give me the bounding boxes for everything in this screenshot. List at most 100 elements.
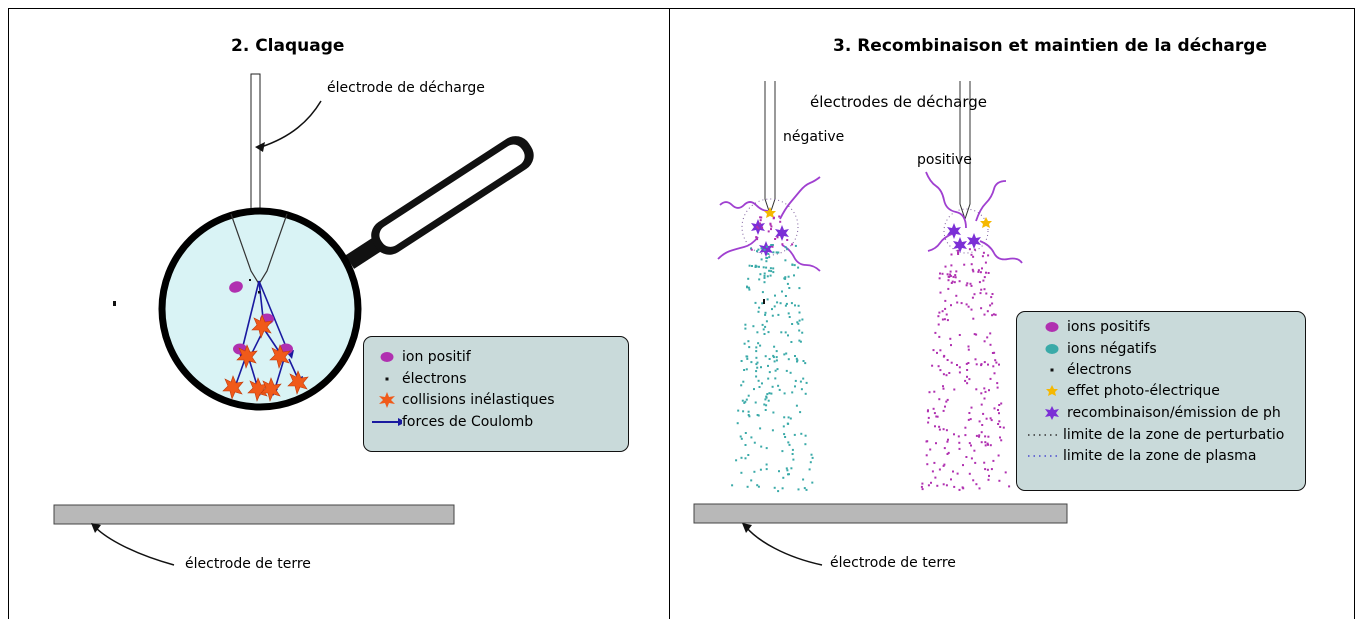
ion-dot bbox=[781, 243, 784, 246]
ion-dot bbox=[771, 385, 774, 388]
ion-dot bbox=[759, 219, 762, 222]
ion-dot bbox=[983, 276, 986, 279]
ion-dot bbox=[739, 435, 742, 438]
ion-dot bbox=[984, 468, 987, 471]
ion-dot bbox=[781, 290, 783, 293]
ion-dot bbox=[796, 360, 798, 363]
ion-dot bbox=[928, 391, 931, 394]
ion-dot bbox=[753, 470, 756, 473]
ion-dot bbox=[998, 420, 1001, 423]
ion-dot bbox=[798, 311, 801, 314]
ion-dot bbox=[938, 398, 941, 401]
ion-dot bbox=[787, 334, 789, 337]
ion-dot bbox=[769, 274, 772, 277]
ion-dot bbox=[946, 359, 949, 361]
ion-dot bbox=[990, 468, 993, 471]
ion-dot bbox=[958, 488, 961, 491]
ion-dot bbox=[761, 323, 764, 326]
ion-dot bbox=[987, 443, 989, 446]
ion-dot bbox=[786, 239, 789, 241]
ion-dot bbox=[763, 281, 766, 284]
arrow-icon bbox=[372, 418, 402, 426]
electron-icon bbox=[385, 377, 389, 381]
ion-dot bbox=[958, 441, 961, 444]
ion-dot bbox=[750, 436, 753, 439]
ion-dot bbox=[774, 238, 777, 240]
ion-dot bbox=[754, 264, 757, 267]
ion-dot bbox=[784, 331, 787, 334]
ion-dot bbox=[921, 488, 924, 491]
ion-dot bbox=[788, 443, 791, 446]
ion-dot bbox=[937, 315, 940, 318]
ion-dot bbox=[942, 483, 945, 486]
ion-dot bbox=[763, 276, 766, 279]
ion-dot bbox=[761, 291, 764, 294]
ion-dot bbox=[760, 247, 763, 250]
ion-dot bbox=[997, 423, 1000, 425]
perturbation-zone-negative bbox=[741, 198, 799, 256]
ion-dot bbox=[984, 441, 987, 444]
ion-dot bbox=[760, 366, 762, 369]
ion-dot bbox=[747, 394, 750, 397]
ion-dot bbox=[775, 356, 778, 359]
ion-dot bbox=[957, 249, 959, 252]
ion-dot bbox=[767, 377, 770, 380]
ion-dot bbox=[946, 453, 949, 455]
ion-dot bbox=[772, 356, 775, 359]
ion-dot bbox=[931, 364, 934, 367]
ion-dot bbox=[791, 263, 794, 266]
ion-dot bbox=[1000, 402, 1003, 405]
ion-dot bbox=[777, 490, 780, 493]
ion-dot bbox=[944, 307, 947, 310]
ion-dot bbox=[975, 333, 978, 336]
ion-dot bbox=[752, 325, 755, 328]
ion-dot bbox=[970, 253, 973, 256]
ion-dot bbox=[796, 359, 799, 362]
ion-dot bbox=[970, 444, 972, 447]
ion-dot bbox=[975, 363, 978, 366]
ion-dot bbox=[967, 345, 970, 348]
ion-dot bbox=[980, 288, 983, 291]
left-diagram bbox=[53, 73, 534, 566]
ion-dot bbox=[766, 275, 769, 278]
ion-dot bbox=[974, 461, 977, 464]
ion-dot bbox=[939, 369, 942, 372]
ion-dot bbox=[742, 380, 745, 383]
ion-dot bbox=[737, 409, 740, 412]
recombination-stars bbox=[751, 219, 981, 257]
ion-dot bbox=[951, 280, 954, 283]
ion-dot bbox=[771, 244, 774, 246]
ion-dot bbox=[968, 472, 971, 475]
ion-dot bbox=[765, 447, 768, 450]
ion-dot bbox=[773, 360, 776, 363]
legend-label: forces de Coulomb bbox=[402, 414, 534, 430]
ion-dot bbox=[761, 382, 763, 385]
ion-dot bbox=[771, 245, 774, 248]
ion-dot bbox=[987, 272, 990, 274]
ion-dot bbox=[755, 236, 758, 239]
ion-dot bbox=[763, 248, 766, 251]
ion-dot bbox=[789, 371, 792, 374]
electron-icon bbox=[1050, 368, 1054, 372]
left-title: 2. Claquage bbox=[231, 36, 345, 56]
ion-dot bbox=[744, 457, 747, 460]
ion-dot bbox=[988, 389, 990, 392]
ion-dot bbox=[980, 364, 983, 367]
ion-dot bbox=[993, 351, 996, 354]
legend-label: électrons bbox=[1067, 362, 1132, 378]
ion-dot bbox=[933, 412, 936, 415]
ion-dot bbox=[747, 454, 750, 456]
ion-dot bbox=[964, 379, 967, 382]
ion-dot bbox=[731, 484, 734, 487]
ion-dot bbox=[757, 310, 760, 313]
ion-dot bbox=[799, 340, 802, 343]
ion-dot bbox=[933, 390, 936, 393]
ion-dot bbox=[982, 412, 985, 415]
ion-dot bbox=[759, 273, 762, 276]
ion-dot bbox=[747, 410, 750, 413]
ion-dot bbox=[936, 351, 938, 354]
ion-dot bbox=[763, 272, 766, 275]
ion-dot bbox=[764, 325, 767, 328]
ion-dot bbox=[969, 282, 972, 285]
ion-dot bbox=[767, 364, 769, 367]
